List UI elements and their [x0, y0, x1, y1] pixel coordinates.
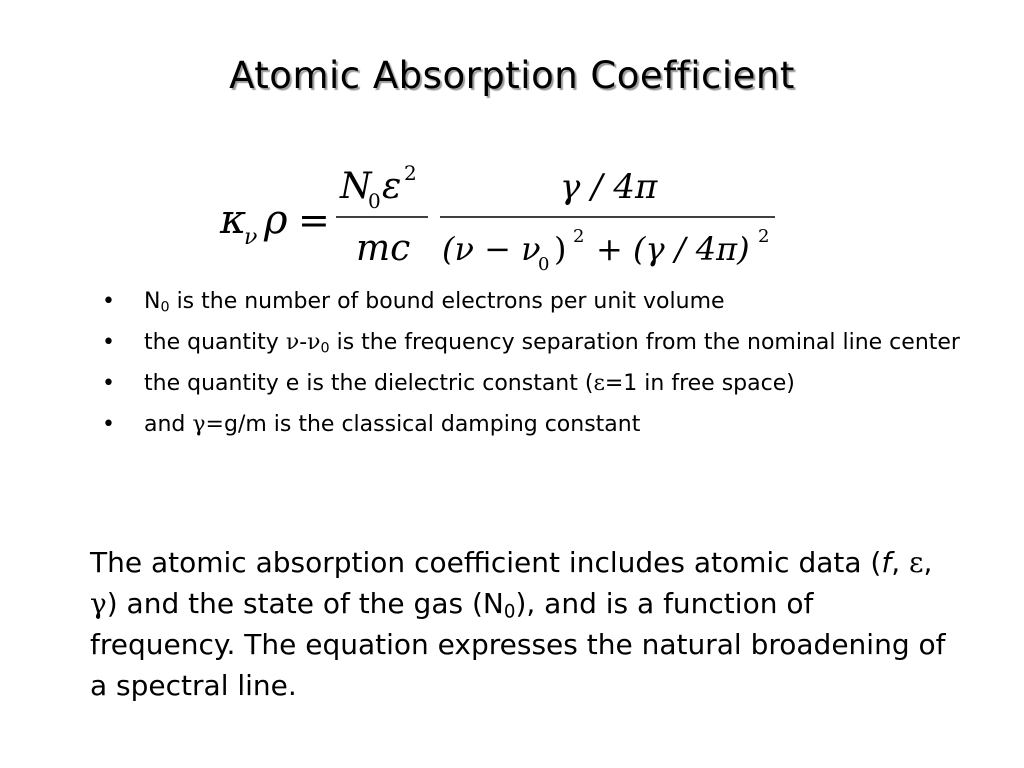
- eq-frac1-N: N: [339, 166, 373, 207]
- eq-rho: ρ: [263, 197, 288, 243]
- bullet-dash: -: [299, 330, 308, 355]
- bullet-subscript: 0: [160, 299, 170, 316]
- bullet-text: =1 in free space): [604, 371, 795, 396]
- bullet-subscript: 0: [320, 340, 330, 357]
- absorption-equation: κ ν ρ = N 0 ε 2 mc γ / 4π (ν − ν 0 ) 2 +…: [219, 161, 775, 275]
- bullet-icon: •: [102, 371, 115, 396]
- eq-frac1-N-subscript: 0: [368, 189, 381, 213]
- bullet-text: is the number of bound electrons per uni…: [169, 289, 725, 314]
- list-item: • and γ=g/m is the classical damping con…: [100, 408, 960, 441]
- nu-symbol: ν: [307, 330, 321, 355]
- bullet-icon: •: [102, 330, 115, 355]
- slide-title: Atomic Absorption Coefficient: [229, 54, 795, 97]
- eq-equals: =: [298, 198, 330, 242]
- eq-frac1-epsilon: ε: [382, 166, 401, 207]
- eq-frac1-denominator: mc: [356, 228, 410, 269]
- bullet-text: the quantity: [144, 330, 286, 355]
- summary-paragraph: The atomic absorption coefficient includ…: [90, 542, 950, 706]
- bullet-text: the quantity e is the dielectric constan…: [144, 371, 594, 396]
- bullet-text: is the frequency separation from the nom…: [329, 330, 960, 355]
- bullet-text: and: [144, 412, 193, 437]
- summary-text: ) and the state of the gas (N: [106, 587, 504, 620]
- summary-text: ), and is a function of frequency. The e…: [90, 587, 946, 702]
- summary-subscript: 0: [503, 601, 516, 623]
- list-item: • N0 is the number of bound electrons pe…: [100, 285, 960, 318]
- eq-frac2-den-superscript1: 2: [573, 226, 584, 247]
- eq-kappa-subscript-nu: ν: [244, 225, 257, 250]
- summary-comma: ,: [891, 546, 910, 579]
- bullet-text: g/m is the classical damping constant: [223, 412, 641, 437]
- list-item: • the quantity ν-ν0 is the frequency sep…: [100, 326, 960, 359]
- definition-list: • N0 is the number of bound electrons pe…: [100, 285, 960, 449]
- eq-frac2-den-part2: ): [554, 230, 566, 268]
- f-symbol: f: [881, 546, 892, 579]
- epsilon-symbol: ε: [593, 371, 605, 396]
- eq-frac2-numerator: γ / 4π: [560, 167, 658, 207]
- eq-frac2-den-superscript2: 2: [758, 226, 769, 247]
- summary-comma: ,: [923, 546, 933, 579]
- epsilon-symbol: ε: [909, 546, 924, 579]
- bullet-icon: •: [102, 412, 115, 437]
- eq-frac1-superscript: 2: [404, 161, 417, 185]
- bullet-icon: •: [102, 289, 115, 314]
- eq-frac2-den-subscript: 0: [538, 254, 549, 275]
- list-item: • the quantity e is the dielectric const…: [100, 367, 960, 400]
- gamma-symbol: γ: [90, 587, 107, 620]
- eq-frac2-den-part3: + (γ / 4π): [596, 230, 750, 268]
- bullet-text: N: [144, 289, 161, 314]
- eq-kappa: κ: [219, 197, 246, 243]
- summary-text: The atomic absorption coefficient includ…: [90, 546, 882, 579]
- gamma-symbol: γ=: [192, 412, 224, 437]
- eq-frac2-den-part1: (ν − ν: [442, 230, 541, 268]
- nu-symbol: ν: [285, 330, 300, 355]
